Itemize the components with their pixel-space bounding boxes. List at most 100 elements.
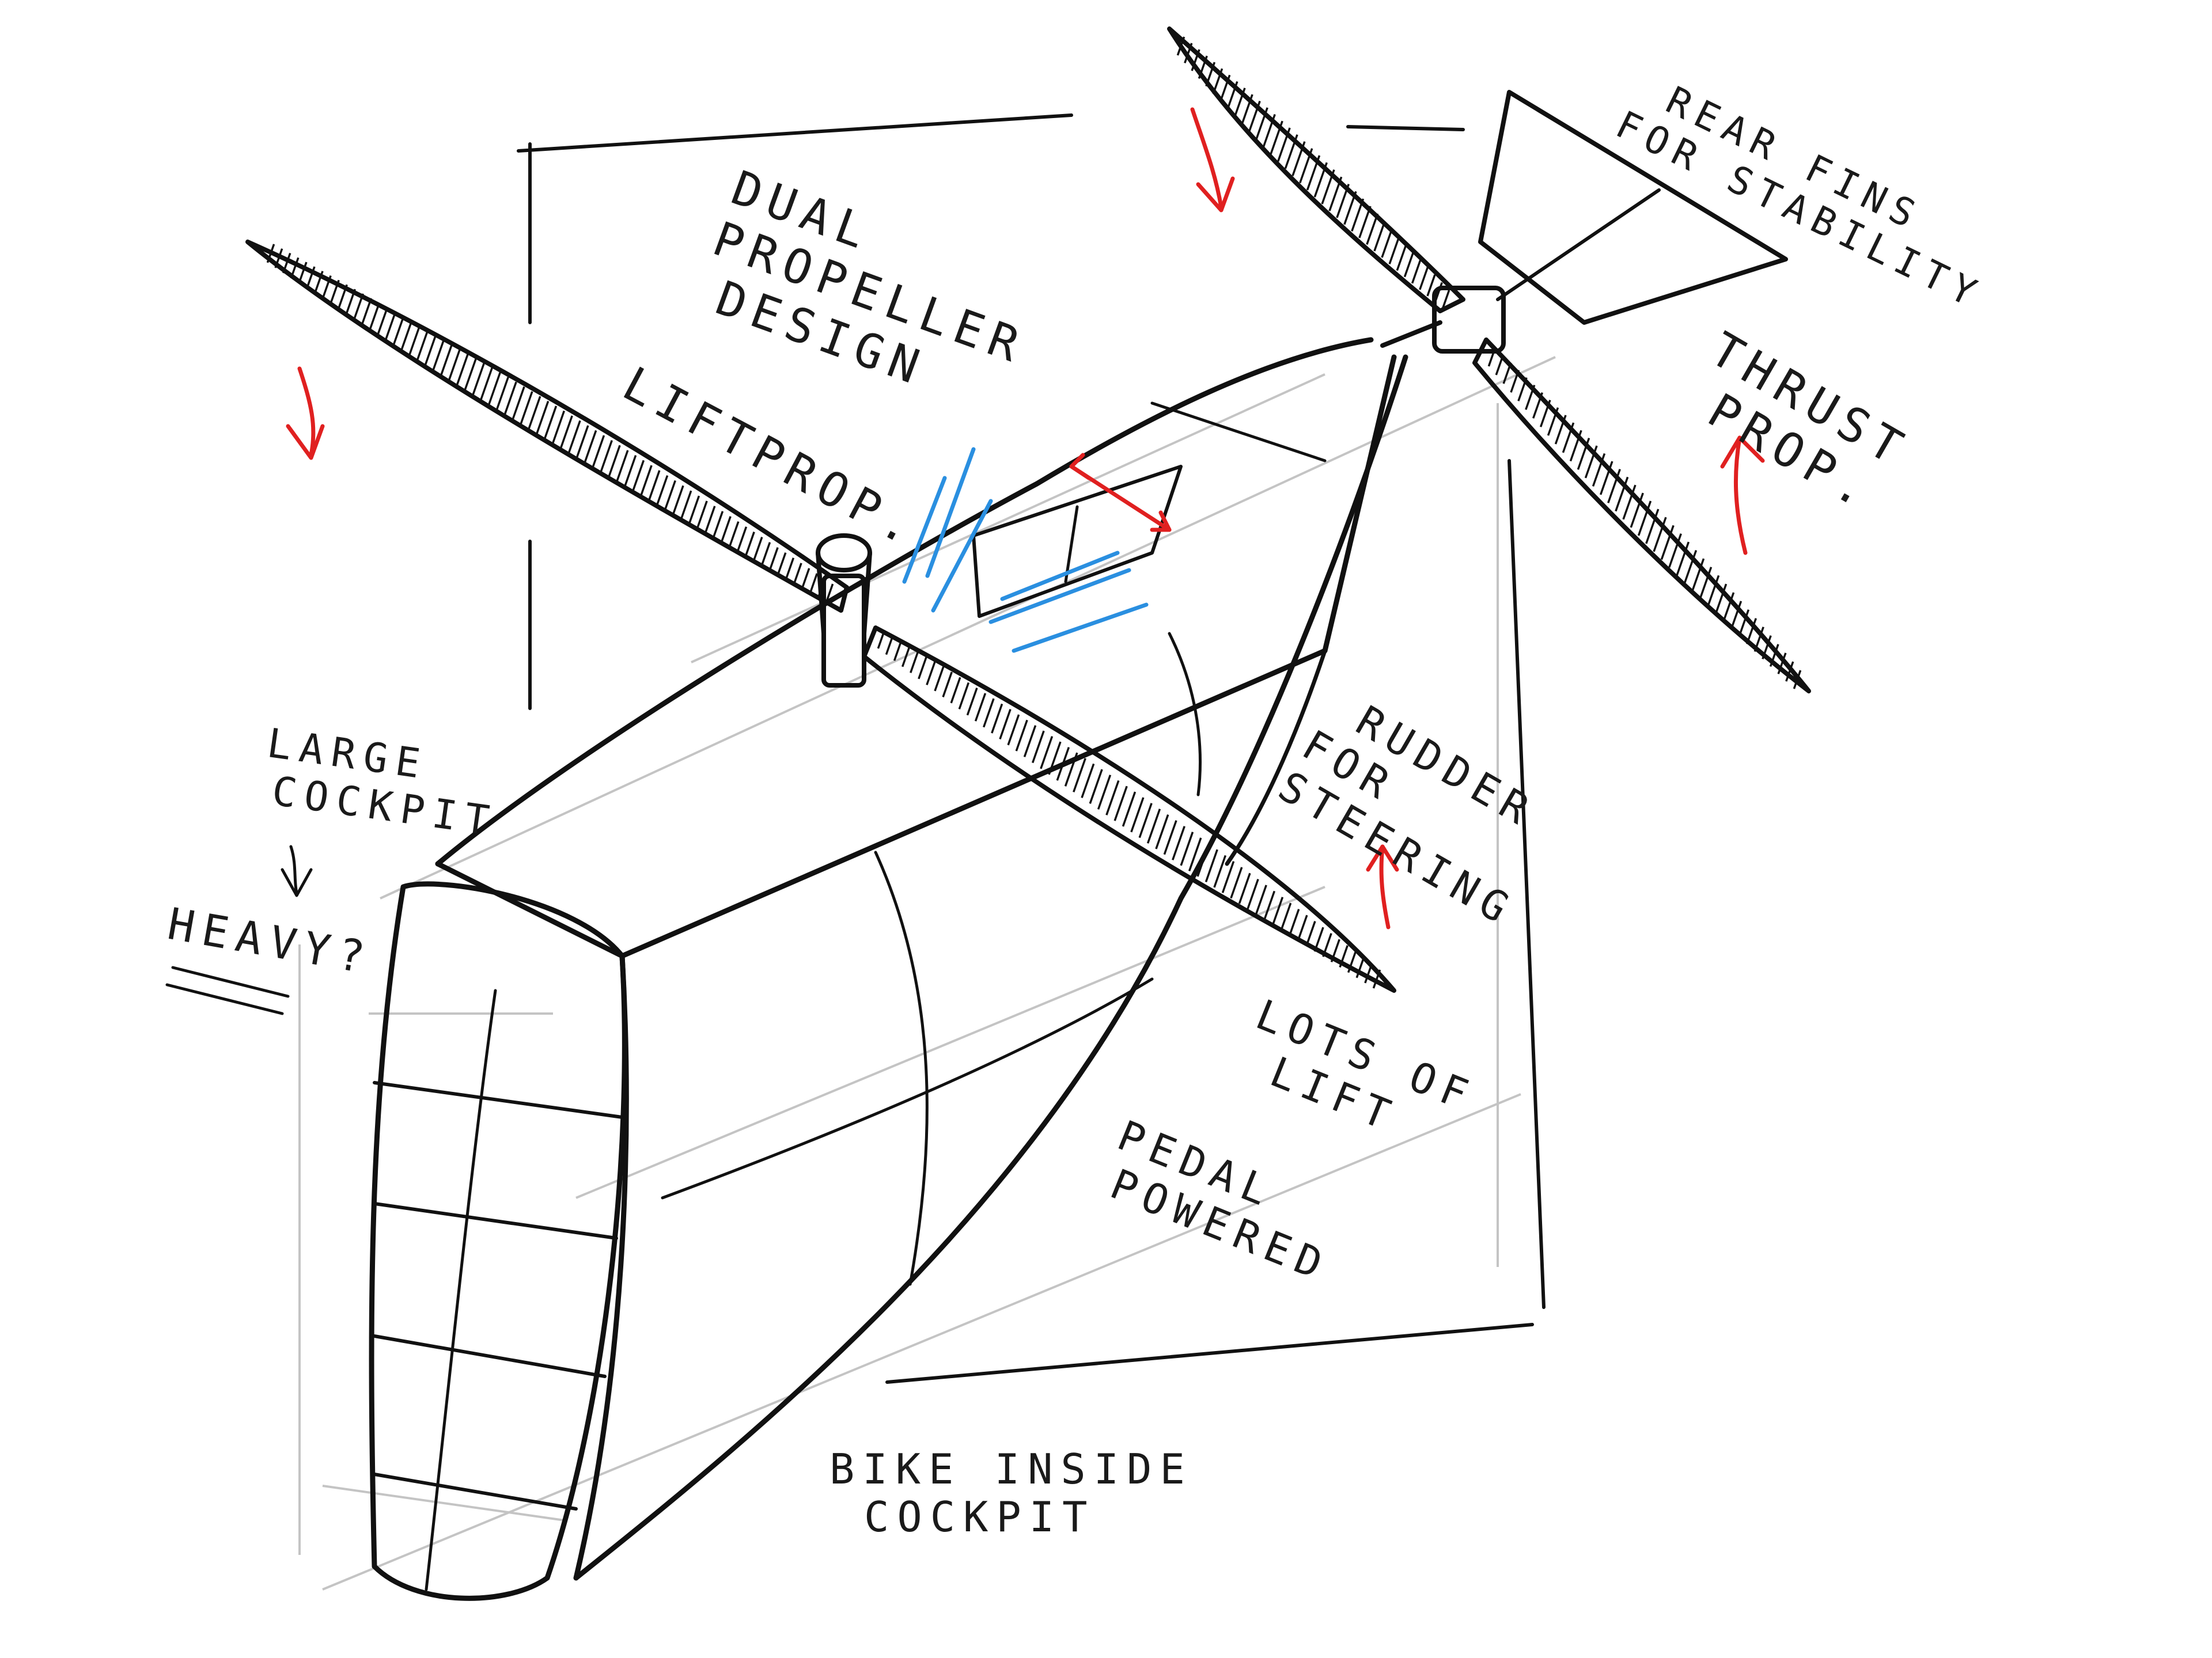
blade-hatch-stroke <box>1081 763 1095 798</box>
blade-hatch-stroke <box>1411 259 1422 284</box>
blade-hatch-stroke <box>1714 583 1728 614</box>
blade-hatch-stroke <box>543 405 558 441</box>
blade-hatch-stroke <box>1321 169 1335 204</box>
blade-hatch-stroke <box>679 490 692 521</box>
blade-hatch-stroke <box>1532 392 1543 419</box>
blade-hatch-stroke <box>503 381 517 417</box>
airflow-lines <box>902 447 1149 653</box>
blade-hatch-stroke <box>1351 198 1365 232</box>
side-window <box>972 465 1183 618</box>
blade-hatch-stroke <box>1241 94 1253 125</box>
rear-fin <box>1478 90 1788 325</box>
blade-hatch-stroke <box>1539 400 1551 427</box>
blade-hatch-stroke <box>1584 445 1598 479</box>
blade-hatch-stroke <box>982 698 995 728</box>
blade-hatch-stroke <box>567 420 581 456</box>
blade-hatch-stroke <box>1271 897 1284 925</box>
blade-hatch-stroke <box>1188 837 1202 872</box>
blade-hatch-stroke <box>1291 141 1306 176</box>
label-bike-inside: BIKE INSIDE COCKPIT <box>830 1445 1193 1541</box>
blade-hatch-stroke <box>519 391 533 427</box>
blade-hatch-stroke <box>1313 162 1328 198</box>
blade-hatch-stroke <box>1637 500 1652 536</box>
blade-hatch-stroke <box>1322 933 1332 957</box>
blade-hatch-stroke <box>591 435 605 470</box>
blade-hatch-stroke <box>321 275 332 299</box>
blade-hatch-stroke <box>1163 820 1177 855</box>
blade-hatch-stroke <box>1105 780 1120 815</box>
blade-hatch-stroke <box>958 682 970 710</box>
blade-hatch-stroke <box>1403 251 1415 278</box>
blade-hatch-stroke <box>313 271 324 294</box>
blade-hatch-stroke <box>1255 107 1268 140</box>
blade-hatch-stroke <box>877 629 886 649</box>
blade-hatch-stroke <box>1668 533 1682 568</box>
blade-hatch-stroke <box>1040 735 1054 769</box>
blade-hatch-stroke <box>1015 719 1028 752</box>
blade-hatch-stroke <box>495 377 509 412</box>
blade-hatch-stroke <box>901 645 911 667</box>
blade-hatch-stroke <box>1592 453 1606 487</box>
blade-hatch-stroke <box>950 677 961 704</box>
blade-hatch-stroke <box>1753 627 1764 652</box>
blade-hatch-stroke <box>1502 362 1512 384</box>
blade-hatch-stroke <box>647 470 661 503</box>
blade-hatch-stroke <box>1056 746 1070 781</box>
blade-hatch-stroke <box>1419 267 1429 290</box>
blade-hatch-stroke <box>1707 575 1720 607</box>
blade-hatch-stroke <box>1336 184 1350 218</box>
blade-hatch-stroke <box>1233 88 1246 117</box>
blade-hatch-stroke <box>1262 113 1276 147</box>
blade-hatch-stroke <box>918 655 928 680</box>
blade-hatch-stroke <box>345 289 356 315</box>
blade-hatch-stroke <box>966 687 978 716</box>
blade-hatch-stroke <box>1364 963 1373 984</box>
blade-hatch-stroke <box>266 244 275 263</box>
blade-hatch-stroke <box>392 316 405 346</box>
blade-hatch-stroke <box>400 321 413 351</box>
blade-hatch-stroke <box>1313 927 1324 952</box>
blade-hatch-stroke <box>1219 74 1231 102</box>
blade-hatch-stroke <box>1130 797 1145 833</box>
blade-hatch-stroke <box>801 568 810 590</box>
blade-hatch-stroke <box>1569 430 1582 462</box>
blade-hatch-stroke <box>785 557 795 581</box>
blade-hatch-stroke <box>1212 68 1224 94</box>
blade-hatch-stroke <box>1607 469 1621 503</box>
blade-hatch-stroke <box>551 410 566 446</box>
blade-hatch-stroke <box>1554 415 1567 445</box>
blade-hatch-stroke <box>695 500 708 530</box>
blade-hatch-stroke <box>1172 826 1185 860</box>
blade-hatch-stroke <box>1722 592 1735 622</box>
label-bike-line-1: BIKE INSIDE <box>830 1445 1193 1493</box>
blade-hatch-stroke <box>353 293 365 320</box>
blade-hatch-stroke <box>1388 236 1400 265</box>
fuselage <box>435 337 1408 1581</box>
blade-hatch-stroke <box>1358 206 1372 238</box>
blade-hatch-stroke <box>1031 730 1045 764</box>
frame-lines <box>517 113 1546 1384</box>
blade-hatch-stroke <box>298 261 308 284</box>
blade-hatch-stroke <box>1372 969 1381 989</box>
blade-hatch-stroke <box>655 475 669 507</box>
cockpit-arrow <box>281 845 313 897</box>
blade-hatch-stroke <box>1122 791 1137 827</box>
blade-hatch-stroke <box>1562 422 1575 453</box>
blade-hatch-stroke <box>1793 670 1802 689</box>
blade-hatch-stroke <box>1777 652 1787 674</box>
blade-hatch-stroke <box>448 348 461 382</box>
blade-hatch-stroke <box>736 526 748 553</box>
blade-hatch-stroke <box>1615 476 1629 512</box>
blade-hatch-stroke <box>1205 62 1216 87</box>
blade-hatch-stroke <box>369 302 381 331</box>
blade-hatch-stroke <box>1184 43 1193 64</box>
blade-hatch-stroke <box>1205 849 1218 883</box>
blade-hatch-stroke <box>1073 758 1086 792</box>
blade-hatch-stroke <box>424 335 437 367</box>
blade-hatch-stroke <box>728 521 740 549</box>
blade-hatch-stroke <box>511 386 525 422</box>
blade-hatch-stroke <box>1238 872 1251 904</box>
blade-hatch-stroke <box>1270 120 1283 155</box>
blade-hatch-stroke <box>1622 484 1637 520</box>
